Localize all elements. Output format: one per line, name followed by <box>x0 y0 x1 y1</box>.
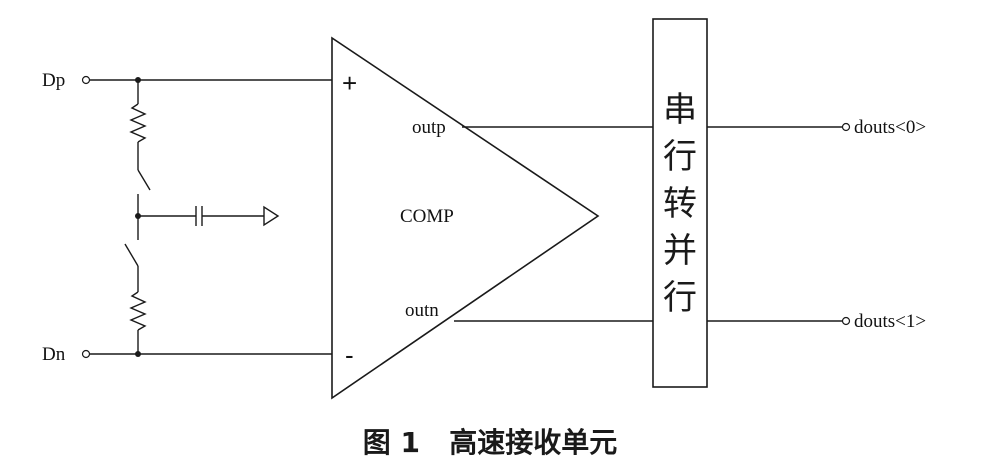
dout0-label: douts<0> <box>854 117 926 138</box>
common-mode-capacitor <box>138 206 264 226</box>
deserializer-char: 串 <box>663 90 697 130</box>
dout1-terminal <box>841 316 851 326</box>
serial-to-parallel-block <box>652 18 708 388</box>
dn-label: Dn <box>42 344 66 365</box>
comparator-outn-label: outn <box>405 300 439 321</box>
deserializer-char: 转 <box>663 184 697 224</box>
dp-terminal <box>81 75 91 85</box>
dout1-label: douts<1> <box>854 311 926 332</box>
upper-termination-resistor <box>129 80 147 170</box>
comparator-outp-label: outp <box>412 117 446 138</box>
upper-switch <box>137 169 151 216</box>
dp-label: Dp <box>42 70 65 91</box>
comparator-plus-sign: + <box>342 68 357 98</box>
lower-switch <box>124 216 139 267</box>
comparator-triangle <box>331 36 600 400</box>
deserializer-char: 行 <box>663 278 697 318</box>
deserializer-char: 并 <box>663 231 697 271</box>
deserializer-char: 行 <box>663 137 697 177</box>
comparator-minus-sign: - <box>345 340 354 370</box>
lower-termination-resistor <box>129 266 147 354</box>
ground-icon <box>263 205 280 227</box>
dn-terminal <box>81 349 91 359</box>
figure-caption: 图 1 高速接收单元 <box>363 426 617 459</box>
dout0-terminal <box>841 122 851 132</box>
comparator-label: COMP <box>400 206 454 227</box>
